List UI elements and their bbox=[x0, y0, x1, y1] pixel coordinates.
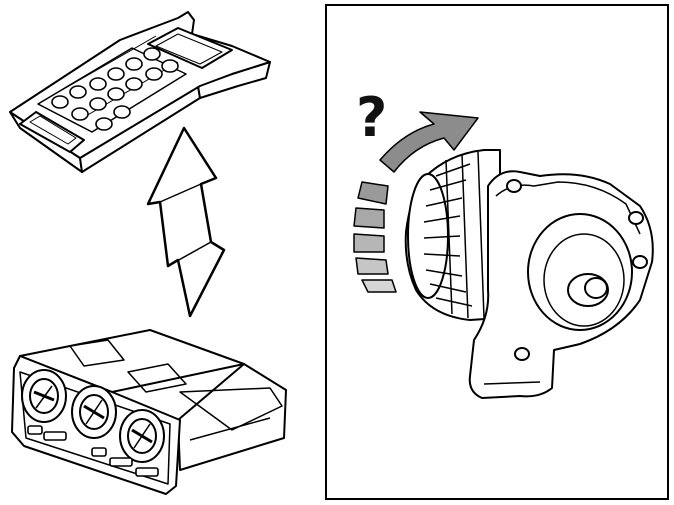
rotation-segment bbox=[353, 233, 385, 253]
climate-control-panel bbox=[11, 329, 287, 495]
rotation-segment bbox=[355, 257, 389, 275]
double-headed-arrow bbox=[146, 126, 226, 318]
question-symbol: ? bbox=[356, 86, 387, 149]
fan-fins bbox=[423, 151, 485, 319]
blower-fan-motor bbox=[404, 149, 654, 399]
rotation-segment bbox=[361, 279, 397, 293]
rotation-segment bbox=[357, 181, 389, 205]
right-panel-frame bbox=[325, 4, 669, 500]
diagnostic-tester-handset bbox=[9, 11, 271, 173]
rotation-arrow-head bbox=[379, 111, 479, 173]
rotation-segment bbox=[353, 207, 385, 229]
panel-knobs bbox=[21, 369, 165, 463]
panel-buttons bbox=[27, 425, 159, 477]
handset-keys bbox=[51, 47, 179, 131]
rotation-arrow bbox=[353, 111, 479, 293]
